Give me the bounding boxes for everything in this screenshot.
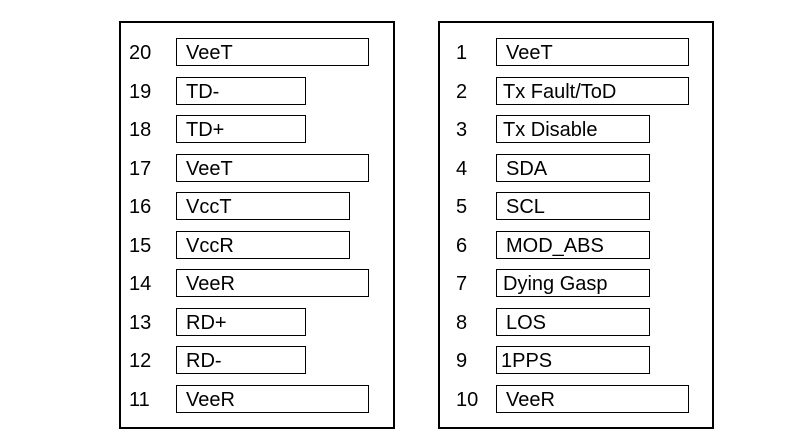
pin-number-5: 5 bbox=[456, 196, 468, 218]
pin-number-4: 4 bbox=[456, 158, 468, 180]
pin-label-8: LOS bbox=[496, 308, 650, 336]
pin-label-10: VeeR bbox=[496, 385, 689, 413]
pin-number-17: 17 bbox=[129, 158, 152, 180]
pin-number-13: 13 bbox=[129, 312, 152, 334]
pin-label-9: 1PPS bbox=[496, 346, 650, 374]
pin-number-14: 14 bbox=[129, 273, 152, 295]
pin-number-11: 11 bbox=[129, 389, 150, 411]
pin-number-8: 8 bbox=[456, 312, 468, 334]
pin-number-9: 9 bbox=[456, 350, 468, 372]
pin-number-7: 7 bbox=[456, 273, 468, 295]
pin-number-16: 16 bbox=[129, 196, 152, 218]
pin-number-2: 2 bbox=[456, 81, 468, 103]
pin-number-10: 10 bbox=[456, 389, 479, 411]
pin-label-1: VeeT bbox=[496, 38, 689, 66]
pin-label-13: RD+ bbox=[176, 308, 306, 336]
pin-number-3: 3 bbox=[456, 119, 468, 141]
pin-label-18: TD+ bbox=[176, 115, 306, 143]
pin-label-3: Tx Disable bbox=[496, 115, 650, 143]
pin-label-2: Tx Fault/ToD bbox=[496, 77, 689, 105]
right-pin-panel: 1 VeeT 2 Tx Fault/ToD 3 Tx Disable 4 SDA 5 SC… bbox=[438, 21, 714, 429]
pin-number-12: 12 bbox=[129, 350, 152, 372]
pin-label-14: VeeR bbox=[176, 269, 369, 297]
pin-number-18: 18 bbox=[129, 119, 152, 141]
pin-number-15: 15 bbox=[129, 235, 152, 257]
pin-label-5: SCL bbox=[496, 192, 650, 220]
pin-label-11: VeeR bbox=[176, 385, 369, 413]
pin-label-12: RD- bbox=[176, 346, 306, 374]
pin-label-20: VeeT bbox=[176, 38, 369, 66]
pin-label-7: Dying Gasp bbox=[496, 269, 650, 297]
pin-number-19: 19 bbox=[129, 81, 152, 103]
pin-label-19: TD- bbox=[176, 77, 306, 105]
pin-label-6: MOD_ABS bbox=[496, 231, 650, 259]
pin-number-20: 20 bbox=[129, 42, 152, 64]
pin-label-17: VeeT bbox=[176, 154, 369, 182]
pin-label-4: SDA bbox=[496, 154, 650, 182]
pin-number-6: 6 bbox=[456, 235, 468, 257]
pin-number-1: 1 bbox=[456, 42, 468, 64]
pin-label-15: VccR bbox=[176, 231, 350, 259]
pin-label-16: VccT bbox=[176, 192, 350, 220]
